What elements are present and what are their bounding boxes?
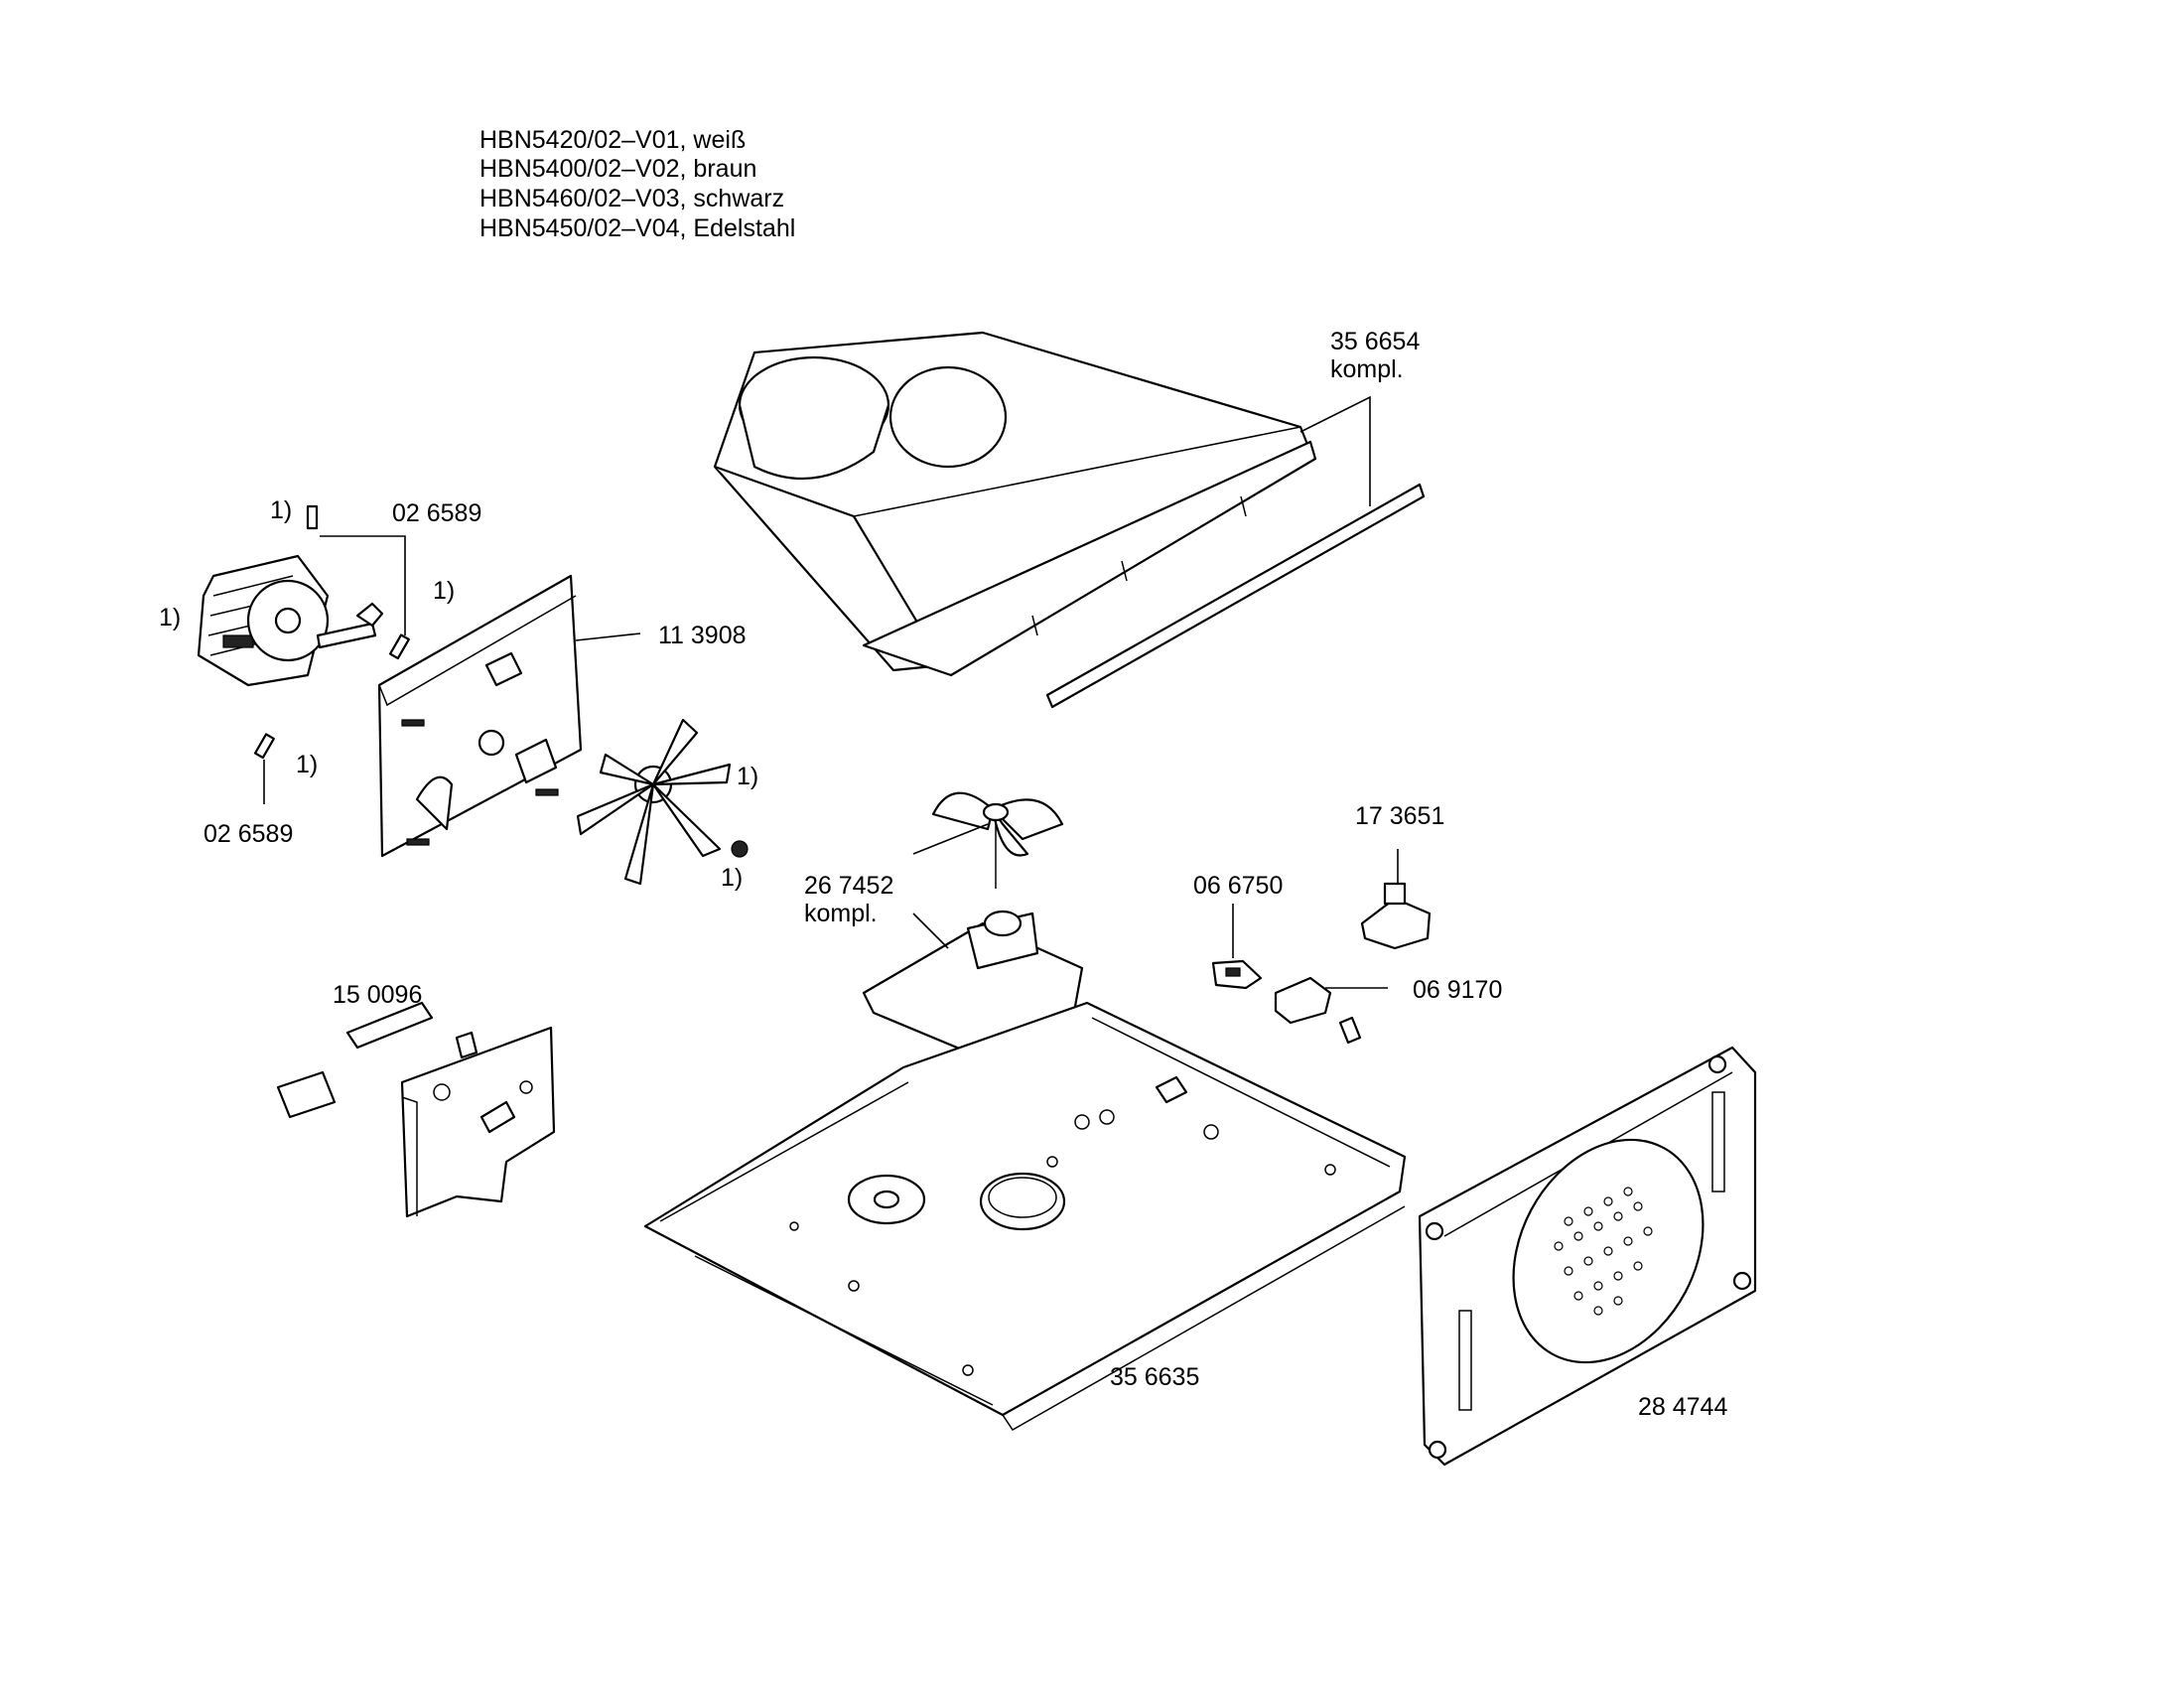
- model-line-3: HBN5460/02–V03, schwarz: [479, 185, 784, 212]
- label-113908: 11 3908: [658, 622, 747, 649]
- relay-069170: [1274, 976, 1362, 1045]
- rear-panel: [377, 574, 583, 858]
- model-line-4: HBN5450/02–V04, Edelstahl: [479, 214, 795, 242]
- label-026589-bottom: 02 6589: [204, 820, 293, 848]
- leader-356654: [1299, 395, 1371, 506]
- label-173651: 17 3651: [1355, 802, 1444, 830]
- footnote-mark-5: 1): [737, 763, 758, 790]
- clip-1: [306, 504, 319, 530]
- footnote-mark-6: 1): [721, 864, 743, 892]
- clip-2: [388, 633, 410, 660]
- leader-026589-top: [320, 535, 406, 635]
- footnote-mark-4: 1): [296, 751, 318, 778]
- model-line-1: HBN5420/02–V01, weiß: [479, 126, 746, 154]
- convection-fan-motor: [197, 554, 384, 687]
- fan-wheel: [576, 718, 749, 886]
- footnote-mark-3: 1): [433, 577, 455, 605]
- top-cover-housing: [713, 331, 1317, 677]
- rear-wall-grille: [1418, 1046, 1757, 1467]
- clip-3: [253, 733, 275, 760]
- label-356654: 35 6654: [1330, 328, 1420, 355]
- switch-066750: [1211, 959, 1263, 990]
- label-284744: 28 4744: [1638, 1393, 1727, 1421]
- leader-267452-bottom: [912, 912, 949, 949]
- model-line-2: HBN5400/02–V02, braun: [479, 155, 756, 183]
- thermostat-173651: [1360, 882, 1432, 950]
- leader-113908: [575, 632, 641, 641]
- leader-267452-top: [912, 823, 989, 855]
- footnote-mark-2: 1): [159, 604, 181, 632]
- label-069170: 06 9170: [1413, 976, 1502, 1004]
- label-026589-top: 02 6589: [392, 499, 481, 527]
- label-356654-note: kompl.: [1330, 355, 1404, 383]
- grille-holes: [1554, 1187, 1653, 1316]
- footnote-mark-1: 1): [270, 496, 292, 524]
- label-150096: 15 0096: [333, 981, 422, 1009]
- label-267452-note: kompl.: [804, 900, 878, 927]
- label-356635: 35 6635: [1110, 1363, 1199, 1391]
- seal-strip: [1045, 483, 1426, 709]
- base-plate: [643, 1001, 1407, 1431]
- label-066750: 06 6750: [1193, 872, 1283, 900]
- connector-bracket-150096: [276, 1001, 556, 1218]
- label-267452: 26 7452: [804, 872, 893, 900]
- model-list: HBN5420/02–V01, weiß HBN5400/02–V02, bra…: [479, 126, 795, 242]
